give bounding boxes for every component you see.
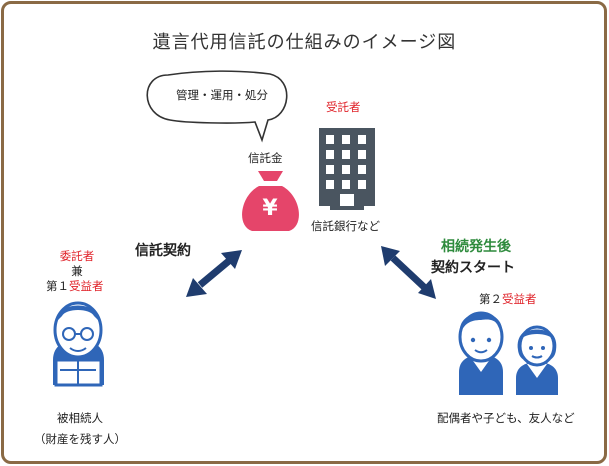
trustee-role-label: 受託者: [326, 100, 361, 114]
contract-label: 信託契約: [135, 243, 191, 259]
money-bag-icon: [242, 171, 299, 231]
page-title: 遺言代用信託の仕組みのイメージ図: [152, 32, 457, 53]
woman-icon: [516, 325, 558, 395]
second-beneficiary-label: 第２受益者: [479, 291, 537, 307]
old-man-icon: [53, 301, 104, 387]
second-beneficiary-prefix: 第２: [479, 292, 502, 306]
first-beneficiary-role: 受益者: [69, 279, 104, 293]
inheritance-arrow: [381, 246, 436, 299]
settlor-caption: 被相続人: [57, 411, 103, 425]
trust-money-label: 信託金: [248, 151, 283, 165]
settlor-caption-note: （財産を残す人）: [34, 432, 126, 446]
settlor-role-label: 委託者: [59, 249, 95, 263]
first-beneficiary-prefix: 第１: [46, 279, 69, 293]
settlor-and-label: 兼: [71, 264, 83, 278]
second-beneficiary-caption: 配偶者や子ども、友人など: [437, 411, 575, 425]
after-inheritance-label: 相続発生後: [441, 239, 511, 255]
speech-bubble-text: 管理・運用・処分: [176, 88, 268, 102]
trustee-caption: 信託銀行など: [311, 219, 380, 233]
yen-symbol: ¥: [262, 196, 278, 221]
office-building-icon: [319, 128, 375, 210]
contract-arrow: [186, 250, 242, 297]
first-beneficiary-label: 第１受益者: [46, 278, 104, 294]
second-beneficiary-role: 受益者: [502, 292, 537, 306]
young-man-icon: [458, 311, 504, 395]
speech-bubble: [146, 70, 288, 143]
contract-start-label: 契約スタート: [431, 260, 515, 276]
